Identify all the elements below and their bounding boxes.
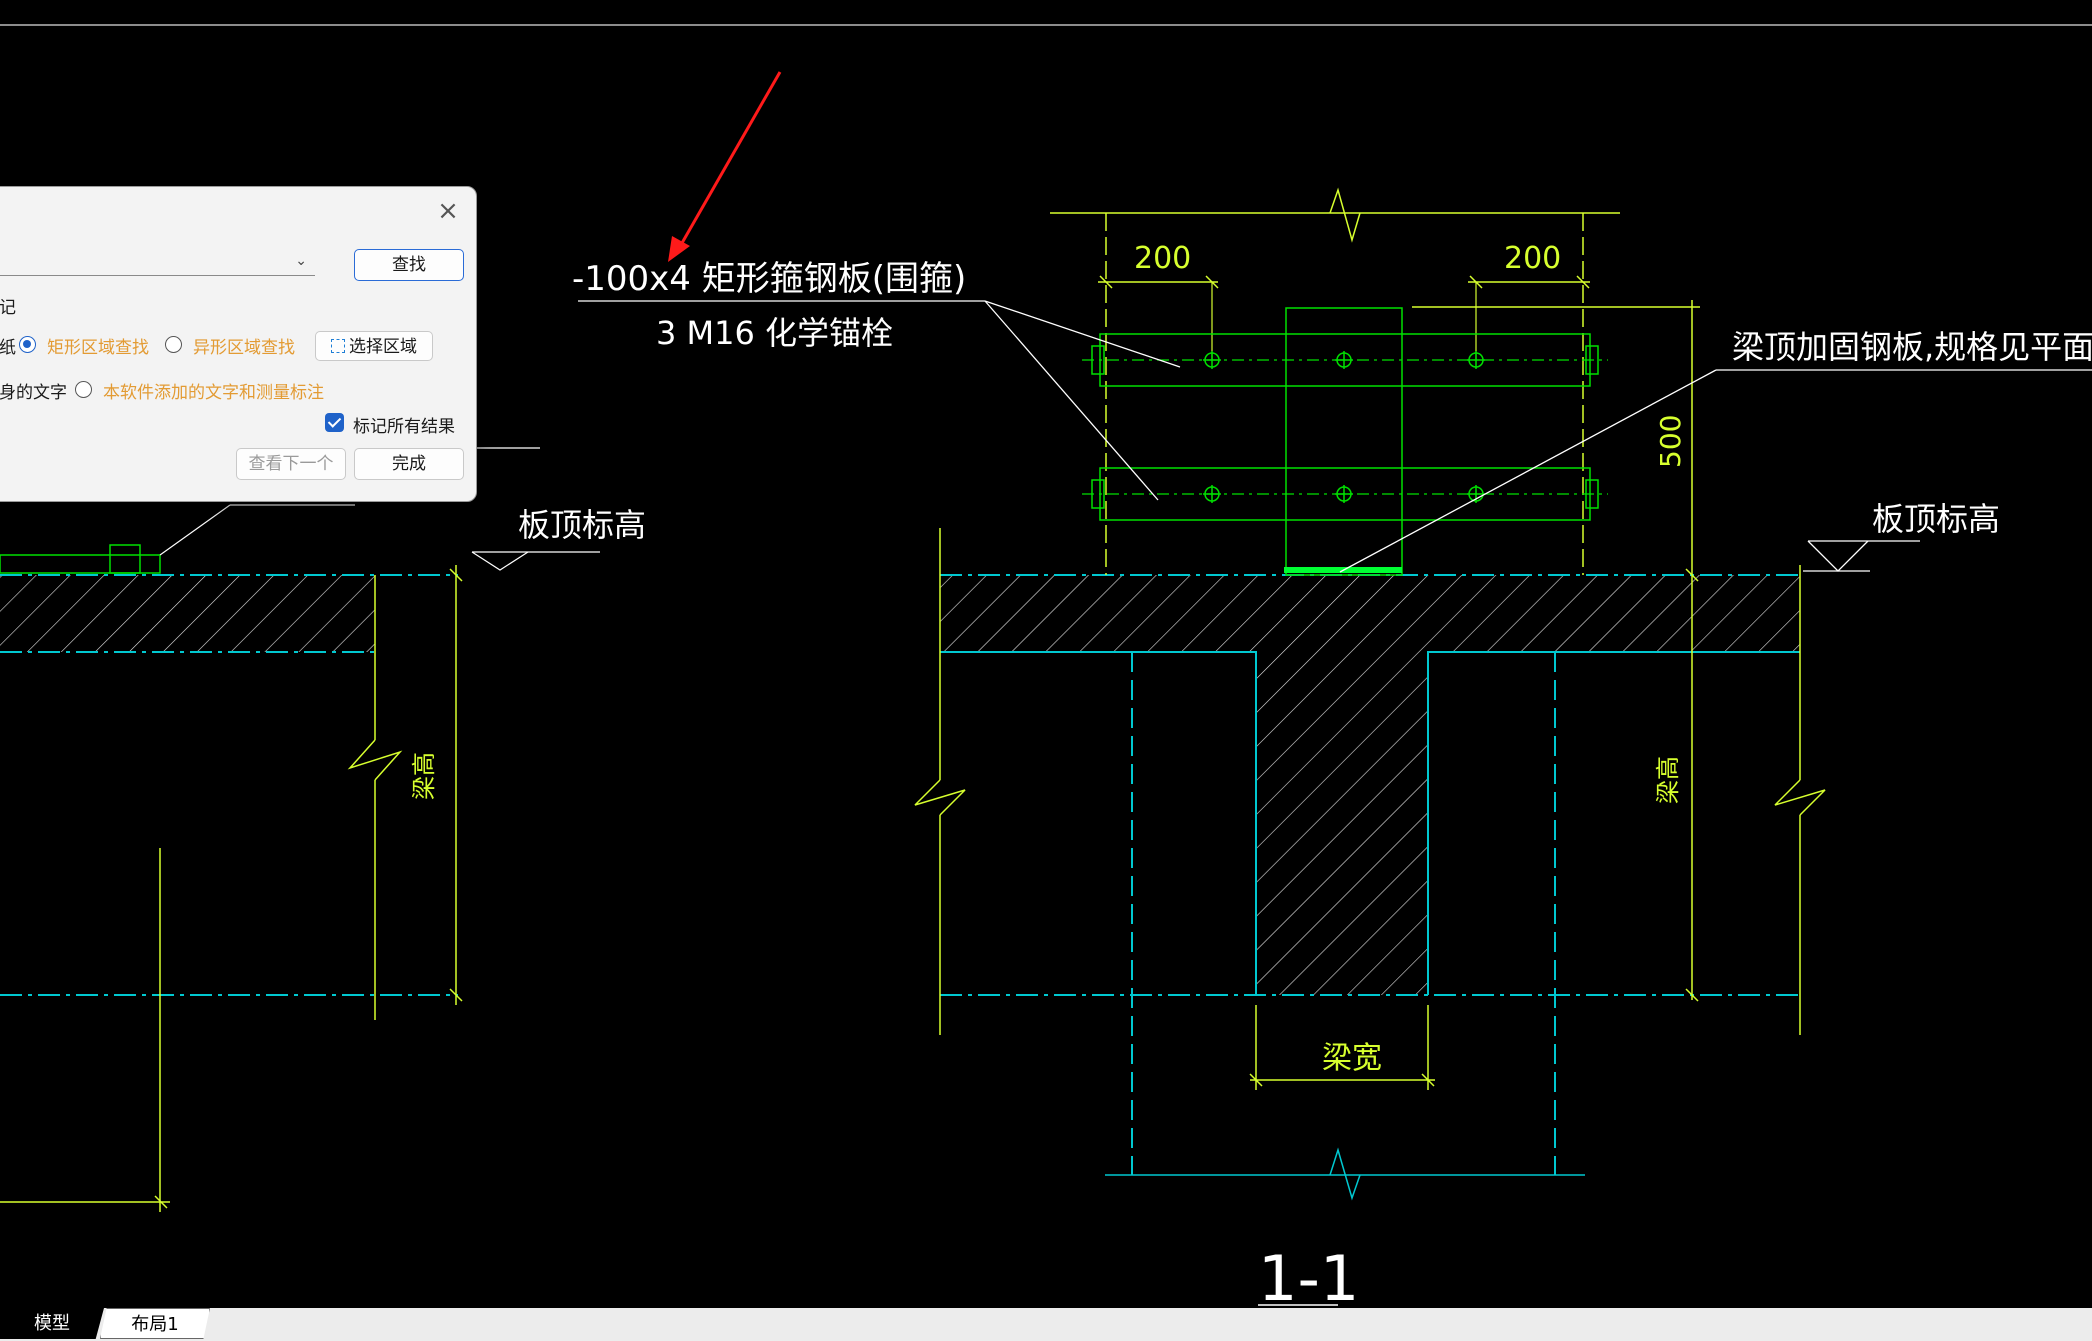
radio-irregular-search[interactable] xyxy=(165,336,182,353)
partial-label-left: 纸 xyxy=(0,338,16,358)
select-area-button-label: 选择区域 xyxy=(349,337,417,357)
dimension-vertical-500: 500 xyxy=(1654,415,1687,468)
partial-label-top: 记 xyxy=(0,298,16,318)
dimension-left-200: 200 xyxy=(1134,241,1191,276)
beam-height-label-right: 梁高 xyxy=(1654,756,1682,804)
section-label: 1-1 xyxy=(1258,1242,1359,1315)
partial-label-text: 身的文字 xyxy=(0,383,67,403)
select-area-icon xyxy=(331,339,345,353)
tab-layout-1[interactable]: 布局1 xyxy=(100,1308,210,1339)
beam-top-plate-note: 梁顶加固钢板,规格见平面图 xyxy=(1732,328,2092,366)
select-area-button[interactable]: 选择区域 xyxy=(315,331,433,361)
mark-all-checkbox-label[interactable]: 标记所有结果 xyxy=(353,417,455,437)
radio-irregular-search-label[interactable]: 异形区域查找 xyxy=(193,338,295,358)
leader-note-plate: -100x4 矩形箍钢板(围箍) xyxy=(572,259,966,299)
left-section xyxy=(0,447,600,1212)
close-icon[interactable]: × xyxy=(437,196,459,226)
main-section xyxy=(578,187,2092,1306)
done-button[interactable]: 完成 xyxy=(354,448,464,480)
radio-software-text-label[interactable]: 本软件添加的文字和测量标注 xyxy=(103,383,324,403)
tab-model[interactable]: 模型 xyxy=(0,1308,104,1339)
layout-tab-bar: 模型 布局1 xyxy=(0,1308,2092,1341)
slab-top-elevation-right: 板顶标高 xyxy=(1872,500,2000,538)
leader-note-anchor: 3 M16 化学锚栓 xyxy=(656,314,893,352)
radio-rect-search[interactable] xyxy=(19,336,36,353)
find-button[interactable]: 查找 xyxy=(354,249,464,281)
red-annotation-arrow xyxy=(668,71,782,262)
mark-all-checkbox[interactable] xyxy=(325,413,344,432)
search-combo[interactable]: ⌄ xyxy=(0,253,315,276)
find-next-button[interactable]: 查看下一个 xyxy=(236,448,346,480)
chevron-down-icon[interactable]: ⌄ xyxy=(295,253,307,269)
find-dialog: × ⌄ 查找 记 纸 矩形区域查找 异形区域查找 选择区域 身的文字 本软件添加… xyxy=(0,186,477,502)
radio-software-text[interactable] xyxy=(75,381,92,398)
beam-height-label-left: 梁高 xyxy=(410,752,438,800)
radio-rect-search-label[interactable]: 矩形区域查找 xyxy=(47,338,149,358)
beam-width-label: 梁宽 xyxy=(1322,1041,1382,1076)
dimension-right-200: 200 xyxy=(1504,241,1561,276)
slab-top-elevation-left: 板顶标高 xyxy=(518,506,646,544)
